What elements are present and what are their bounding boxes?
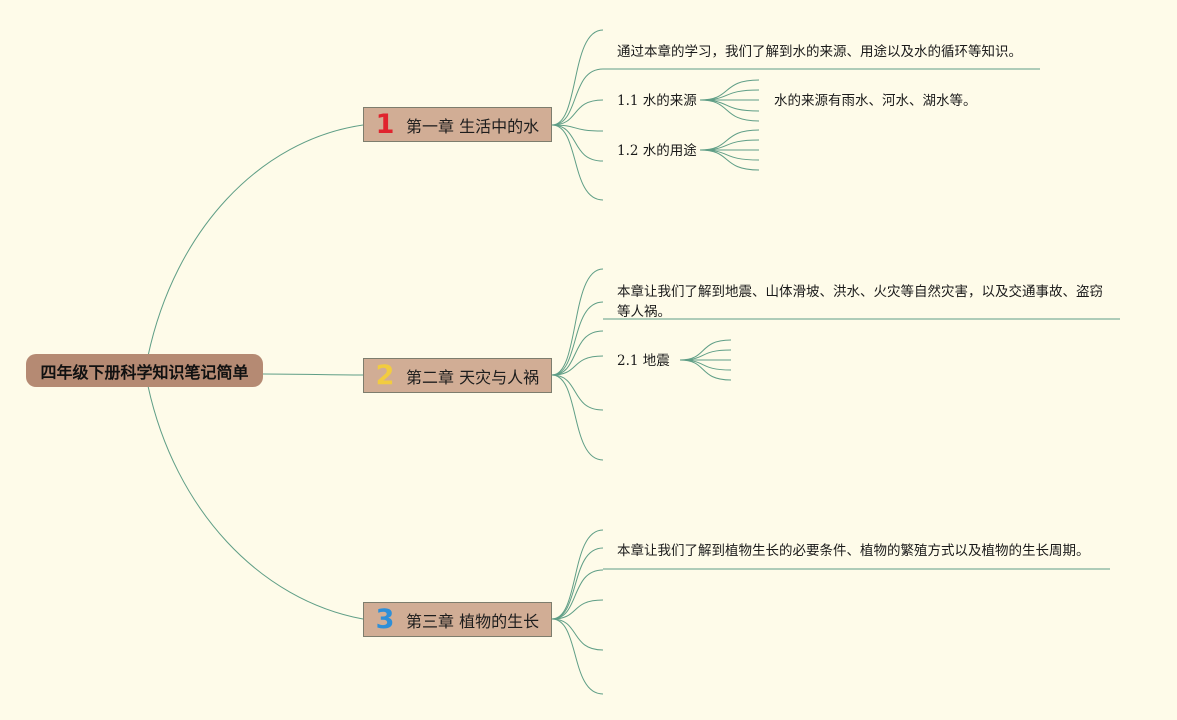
root-topic[interactable]: 四年级下册科学知识笔记简单 [26, 354, 263, 387]
root-topic-label: 四年级下册科学知识笔记简单 [40, 362, 249, 382]
chapter-1-branch-2 [551, 68, 604, 126]
section-1-1-branch-2 [699, 89, 760, 101]
chapter-3-branch-5 [551, 618, 604, 651]
chapter-1-number-badge: 1 [375, 109, 395, 140]
section-1-2-topic[interactable]: 1.2 水的用途 [617, 143, 697, 159]
section-2-1-branch-2 [679, 349, 732, 361]
chapter-3-title: 第三章 植物的生长 [406, 611, 540, 631]
chapter-2-branch-5 [551, 374, 604, 411]
section-1-1-branch-5 [699, 99, 760, 122]
root-to-chapter-3-line [147, 385, 364, 620]
root-to-chapter-1-line [147, 124, 364, 357]
section-2-1-branch-5 [679, 359, 732, 381]
chapter-1-branch-5 [551, 124, 604, 162]
section-1-1-topic[interactable]: 1.1 水的来源 [617, 93, 697, 109]
chapter-3-summary[interactable]: 本章让我们了解到植物生长的必要条件、植物的繁殖方式以及植物的生长周期。 [617, 543, 1090, 559]
root-to-chapter-2-line [262, 373, 364, 376]
chapter-3-branch-6 [551, 618, 604, 695]
chapter-3-topic[interactable]: 3 第三章 植物的生长 [363, 602, 552, 637]
chapter-1-title: 第一章 生活中的水 [406, 116, 540, 136]
chapter-2-branch-6 [551, 374, 604, 461]
chapter-1-branch-3 [551, 99, 604, 126]
chapter-2-summary[interactable]: 本章让我们了解到地震、山体滑坡、洪水、火灾等自然灾害，以及交通事故、盗窃等人祸。 [617, 284, 1103, 320]
chapter-2-branch-4 [551, 355, 604, 376]
section-2-1-topic[interactable]: 2.1 地震 [617, 353, 670, 369]
chapter-3-number-badge: 3 [375, 604, 395, 635]
chapter-2-branch-2 [551, 301, 604, 376]
chapter-2-branch-3 [551, 330, 604, 376]
section-1-2-branch-4 [699, 149, 760, 161]
chapter-1-branch-1 [551, 29, 604, 126]
chapter-3-branch-1 [551, 529, 604, 620]
section-1-2-branch-5 [699, 149, 760, 171]
chapter-2-branch-1 [551, 268, 604, 376]
chapter-1-branch-4 [551, 124, 604, 132]
connector-lines [147, 29, 1120, 695]
chapter-2-number-badge: 2 [375, 360, 395, 391]
chapter-1-topic[interactable]: 1 第一章 生活中的水 [363, 107, 552, 142]
chapter-2-topic[interactable]: 2 第二章 天灾与人祸 [363, 358, 552, 393]
chapter-1-branch-6 [551, 124, 604, 201]
chapter-1-summary[interactable]: 通过本章的学习，我们了解到水的来源、用途以及水的循环等知识。 [617, 44, 1022, 60]
section-1-1-branch-4 [699, 99, 760, 112]
chapter-3-branch-4 [551, 599, 604, 620]
chapter-3-branch-3 [551, 569, 604, 620]
section-2-1-branch-4 [679, 359, 732, 371]
chapter-2-title: 第二章 天灾与人祸 [406, 367, 540, 387]
chapter-3-branch-2 [551, 547, 604, 620]
section-1-1-detail[interactable]: 水的来源有雨水、河水、湖水等。 [774, 93, 977, 109]
section-1-2-branch-2 [699, 139, 760, 151]
